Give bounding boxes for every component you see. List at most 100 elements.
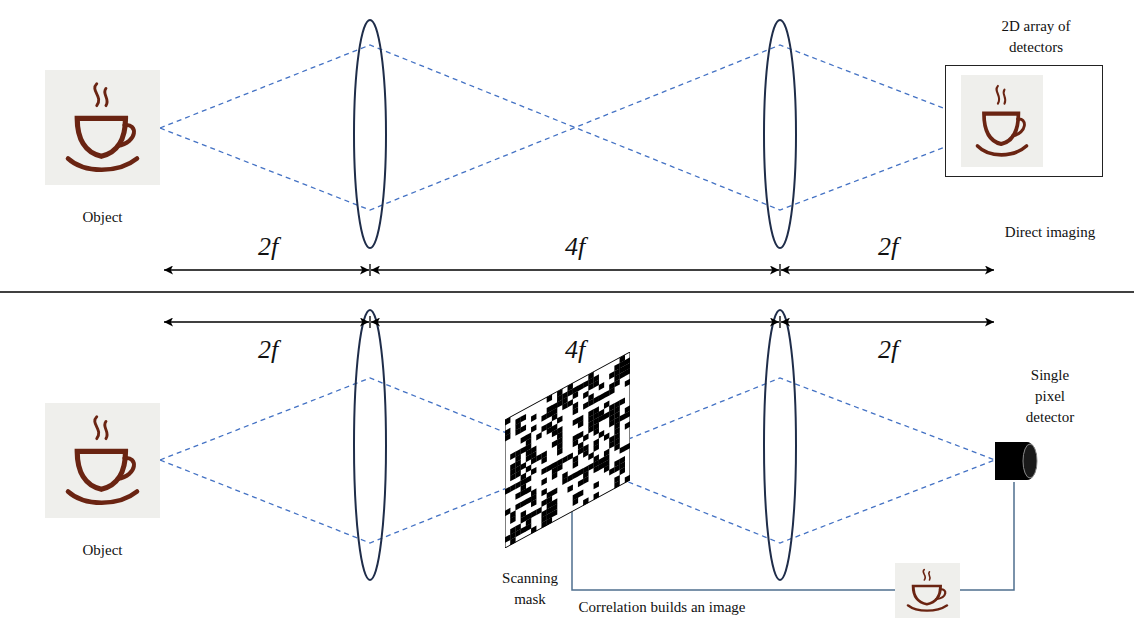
detector-face (1023, 444, 1037, 478)
mask-cell (604, 411, 609, 419)
mask-cell (604, 433, 609, 441)
dimension-arrow (781, 269, 994, 270)
node-label: 2D array of detectors (996, 16, 1076, 58)
cup-stroke (929, 572, 931, 580)
object-picture (45, 70, 160, 185)
mask-cell (505, 486, 510, 494)
cup-stroke (95, 417, 99, 439)
mask-cell (594, 492, 599, 500)
dimension-tick (369, 316, 370, 328)
mask-cell (536, 507, 541, 515)
dimension-arrow (164, 321, 369, 322)
mask-cell (578, 447, 583, 455)
dimension-tick (779, 316, 780, 328)
object-picture (45, 403, 160, 518)
mask-cell (541, 477, 546, 485)
mask-cell (536, 453, 541, 461)
mask-cell (515, 502, 520, 510)
mask-cell (604, 401, 609, 409)
mask-cell (541, 467, 546, 475)
mask-node: Scanning mask (505, 352, 630, 548)
cup-stroke (117, 125, 134, 146)
mask-cell (625, 368, 630, 376)
dimension-tick (779, 264, 780, 276)
mask-cell (620, 445, 625, 453)
mask-cell (531, 526, 536, 534)
lens (354, 20, 386, 248)
cup-stroke (936, 589, 945, 599)
mask-cell (594, 444, 599, 452)
mask-cell (552, 413, 557, 421)
cup-stroke (68, 492, 137, 503)
mask-cell (614, 480, 619, 488)
mask-cell (526, 523, 531, 531)
dimension-arrow (781, 321, 994, 322)
mask-cell (599, 393, 604, 401)
mask-cell (609, 387, 614, 395)
object-node: Object (45, 403, 160, 518)
mask-cell (583, 391, 588, 399)
mask-cell (510, 537, 515, 545)
mask-cell (510, 516, 515, 524)
lens (354, 310, 386, 580)
mask-cell (562, 455, 567, 463)
mask-cell (583, 497, 588, 505)
mask-cell (547, 517, 552, 525)
mask-cell (599, 430, 604, 438)
mask-cell (578, 468, 583, 476)
mask-cell (515, 470, 520, 478)
mask-cell (573, 407, 578, 415)
mask-cell (578, 383, 583, 391)
dimension-label: 4f (565, 335, 585, 365)
mask-cell (614, 443, 619, 451)
mask-cell (583, 380, 588, 388)
mask-cell (573, 391, 578, 399)
mask-cell (510, 473, 515, 481)
mask-cell (521, 425, 526, 433)
cup-stroke (908, 605, 947, 610)
mask-cell (588, 398, 593, 406)
mask-cell (594, 481, 599, 489)
mask-cell (531, 510, 536, 518)
icon-background (45, 70, 160, 185)
cup-stroke (77, 451, 125, 489)
mask-cell (599, 414, 604, 422)
cup-strokes (908, 570, 947, 611)
icon-background (895, 563, 960, 618)
mask-cell (515, 427, 520, 435)
cup-stroke (984, 114, 1018, 144)
mask-cell (552, 509, 557, 517)
mask-pattern (505, 352, 630, 548)
mask-cell (505, 433, 510, 441)
cup-strokes (977, 86, 1026, 155)
mask-cell (521, 499, 526, 507)
mask-cell (521, 515, 526, 523)
mask-cell (625, 379, 630, 387)
mask-cell (552, 429, 557, 437)
mask-cell (620, 397, 625, 405)
mask-cell (531, 467, 536, 475)
dimension-label: 2f (878, 335, 898, 365)
mask-cell (541, 413, 546, 421)
dimension-arrow (164, 269, 369, 270)
mask-cell (510, 484, 515, 492)
mask-cell (578, 489, 583, 497)
mask-cell (609, 440, 614, 448)
mask-cell (594, 465, 599, 473)
mask-cell (588, 462, 593, 470)
mask-cell (541, 520, 546, 528)
mask-cell (614, 464, 619, 472)
mask-cell (573, 460, 578, 468)
cup-stroke (913, 586, 940, 604)
node-label: Scanning mask (490, 568, 570, 610)
icon-background (961, 75, 1043, 167)
detector-picture (995, 440, 1041, 482)
mask-cell (541, 456, 546, 464)
mask-cell (583, 476, 588, 484)
mask-cell (604, 465, 609, 473)
mask-cell (594, 380, 599, 388)
mask-cell (547, 426, 552, 434)
caption-note: Direct imaging (1005, 224, 1095, 241)
mask-cell (515, 491, 520, 499)
node-label: Single pixel detector (1019, 365, 1081, 428)
